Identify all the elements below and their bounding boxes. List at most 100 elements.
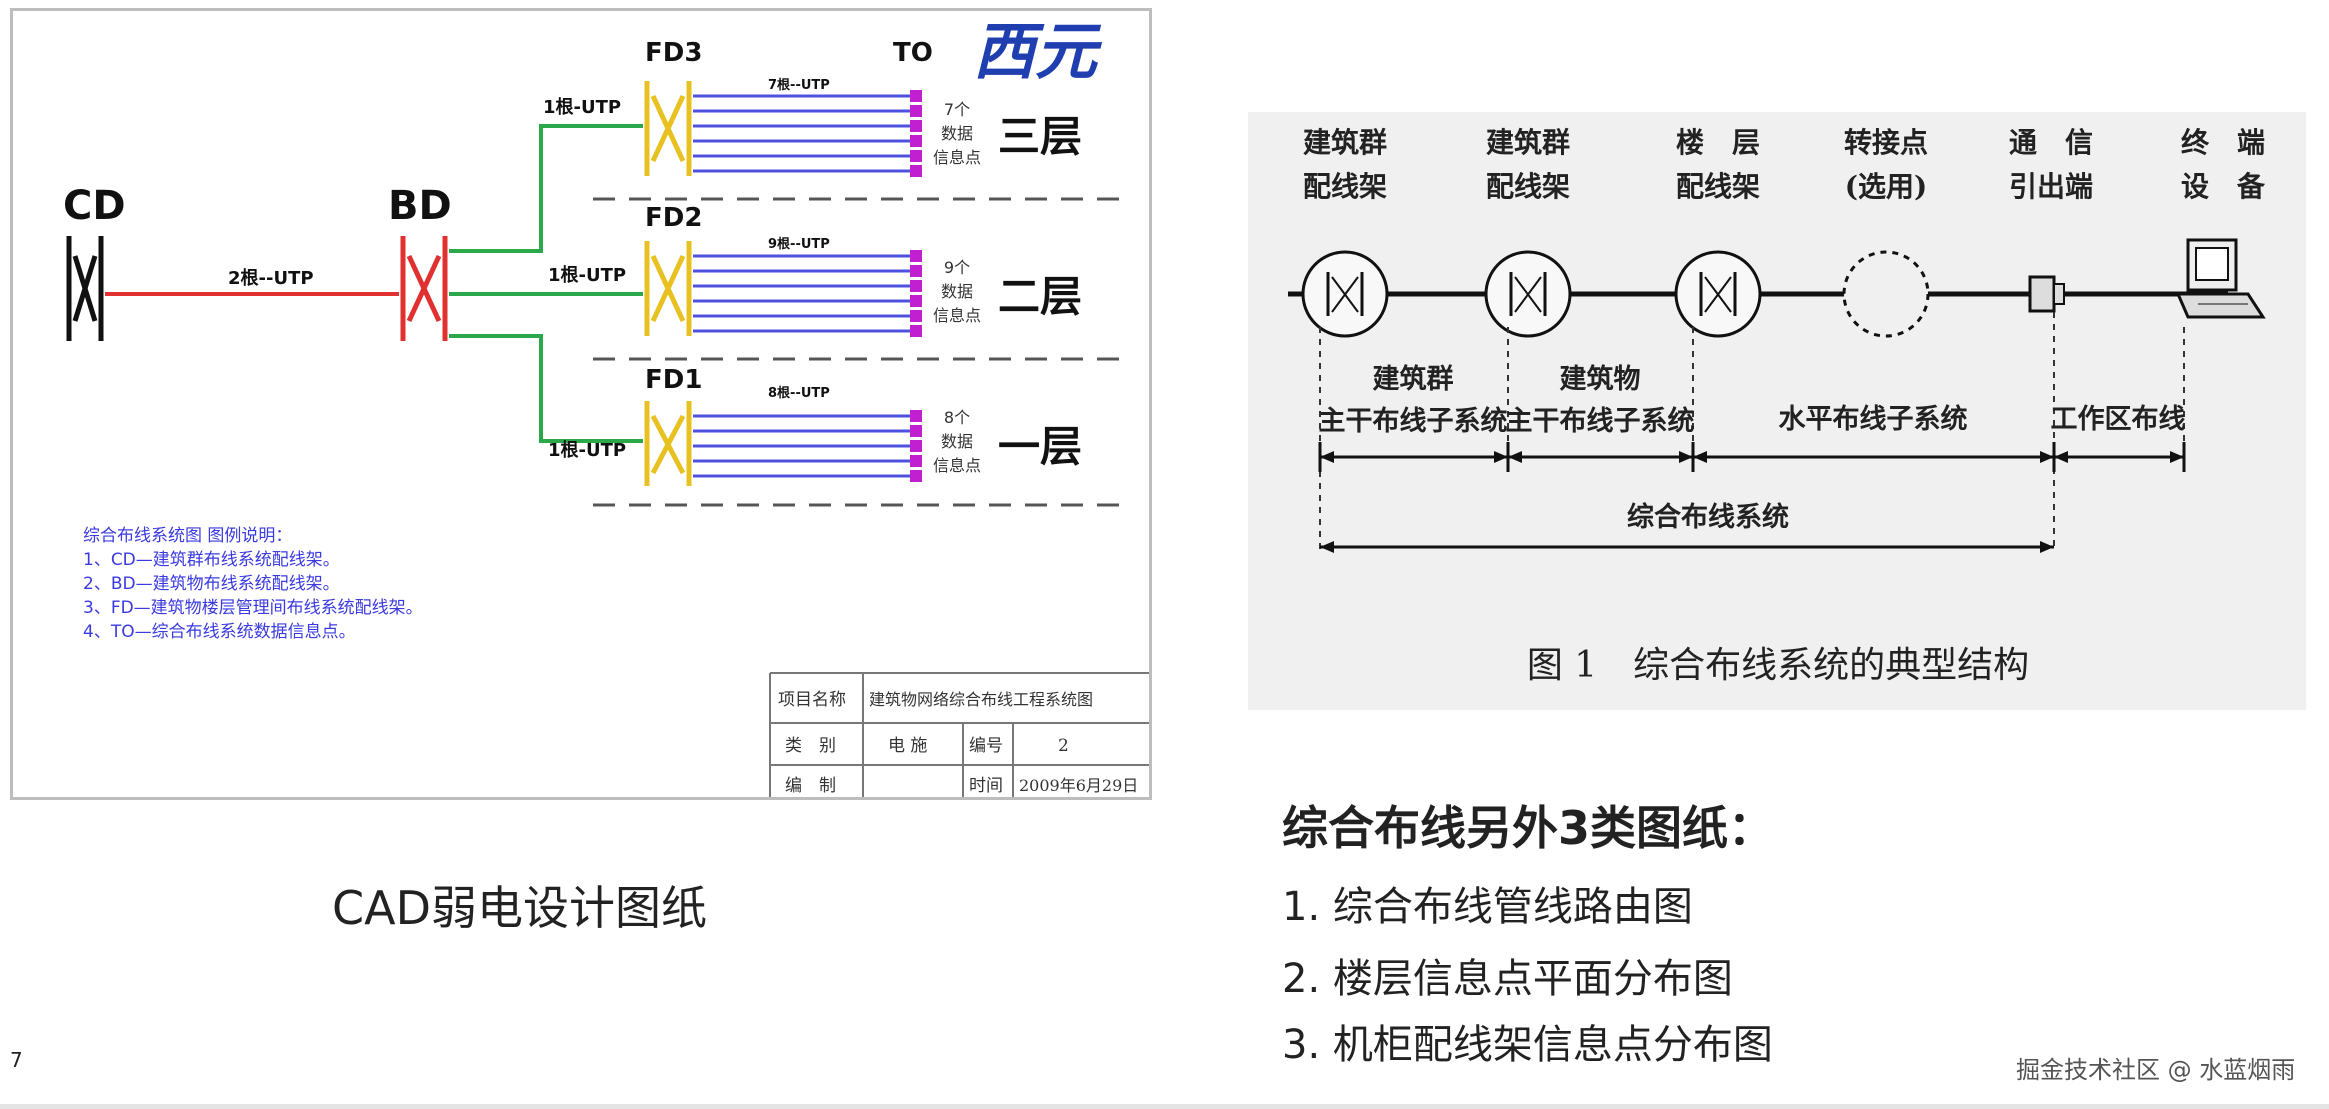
campus-backbone-label-1: 建筑群 [1373,363,1454,395]
header-terminal-2: 设 备 [2181,170,2266,203]
fd3-label: FD3 [645,38,702,68]
horizontal-fd1-label: 8根--UTP [768,385,830,401]
floor1-name: 一层 [998,422,1082,471]
cad-diagram-svg: 西元 CD 2根--UTP BD 1根-UTP 1根-UTP 1根-UTP [63,15,1149,797]
horizontal-cables [693,90,922,482]
time-value: 2009年6月29日 [1019,776,1138,795]
floor2-word1: 数据 [941,282,973,301]
to-outlet-icon [910,325,922,337]
terminal-computer-icon [2175,238,2266,319]
floor2-name: 二层 [998,272,1082,321]
to-outlet-icon [910,310,922,322]
header-transition-point-2: (选用) [1845,170,1928,203]
legend-item: 3、FD—建筑物楼层管理间布线系统配线架。 [83,598,423,618]
cad-caption: CAD弱电设计图纸 [332,881,708,935]
building-distributor-icon [1484,250,1572,338]
drawings-list-item[interactable]: 3. 机柜配线架信息点分布图 [1282,1022,1773,1068]
title-block [769,672,1149,797]
legend: 综合布线系统图 图例说明： 1、CD—建筑群布线系统配线架。 2、BD—建筑物布… [83,526,423,642]
floor3-word1: 数据 [941,124,973,143]
header-building-distributor-2: 配线架 [1486,170,1570,203]
legend-item: 1、CD—建筑群布线系统配线架。 [83,550,340,570]
to-outlet-icon [910,250,922,262]
header-outlet-2: 引出端 [2009,170,2093,203]
number-label: 编号 [969,736,1003,756]
building-backbone-label-1: 建筑物 [1560,363,1641,395]
floor3-word2: 信息点 [933,148,981,167]
legend-item: 2、BD—建筑物布线系统配线架。 [83,574,340,594]
guide-lines [1319,312,2185,552]
backbone-fd3-label: 1根-UTP [543,96,621,118]
to-outlet-icon [910,265,922,277]
header-terminal-1: 终 端 [2181,126,2265,159]
horizontal-fd3-label: 7根--UTP [768,77,830,93]
drawings-list-title: 综合布线另外3类图纸： [1282,801,1775,855]
fd2-label: FD2 [645,203,702,233]
cable-cd-bd-label: 2根--UTP [228,267,314,289]
project-value: 建筑物网络综合布线工程系统图 [869,690,1093,709]
to-outlet-icon [910,120,922,132]
fd-rack-icons [644,81,692,486]
work-area-label: 工作区布线 [2051,404,2186,435]
floor2-word2: 信息点 [933,306,981,325]
typical-structure-figure: 建筑群 配线架 建筑群 配线架 楼 层 配线架 转接点 (选用) 通 信 引出端… [1248,112,2306,710]
time-label: 时间 [969,776,1003,796]
floor1-word2: 信息点 [933,456,981,475]
to-outlet-icon [910,455,922,467]
cd-label: CD [63,183,126,229]
type-value: 电 施 [888,736,927,756]
floor-distributor-icon [1674,250,1762,338]
page-number: 7 [10,1048,23,1072]
drawings-list-item[interactable]: 2. 楼层信息点平面分布图 [1282,956,1733,1002]
campus-backbone-label-2: 主干布线子系统 [1319,405,1508,437]
to-outlet-icon [910,295,922,307]
to-outlet-icon [910,470,922,482]
floor1-count: 8个 [944,408,970,427]
watermark: 掘金技术社区 @ 水蓝烟雨 [2016,1056,2296,1084]
horizontal-subsystem-label: 水平布线子系统 [1779,403,1968,435]
fd1-label: FD1 [645,365,702,395]
cad-system-drawing: 西元 CD 2根--UTP BD 1根-UTP 1根-UTP 1根-UTP [10,8,1152,800]
to-outlet-icon [910,280,922,292]
floor1-word1: 数据 [941,432,973,451]
to-outlet-icon [910,165,922,177]
drawings-list-item[interactable]: 1. 综合布线管线路由图 [1282,884,1693,930]
header-campus-distributor-2: 配线架 [1303,170,1387,203]
horizontal-fd2-label: 9根--UTP [768,236,830,252]
arrow-heads [1320,451,2184,553]
integrated-system-label: 综合布线系统 [1627,501,1789,533]
floor-separators [593,197,1123,507]
header-building-distributor-1: 建筑群 [1486,126,1570,159]
legend-item: 4、TO—综合布线系统数据信息点。 [83,622,356,642]
to-outlet-icon [910,90,922,102]
floor2-count: 9个 [944,258,970,277]
header-outlet-1: 通 信 [2009,126,2093,159]
backbone-fd2-label: 1根-UTP [548,264,626,286]
cd-rack-icon [66,236,104,341]
bd-rack-icon [400,236,448,341]
to-outlet-icon [910,150,922,162]
outlet-icon [2028,275,2065,313]
building-backbone-label-2: 主干布线子系统 [1506,405,1695,437]
campus-distributor-icon [1301,250,1389,338]
number-value: 2 [1058,736,1069,756]
floor3-name: 三层 [998,112,1082,161]
project-label: 项目名称 [778,690,846,710]
transition-point-icon [1842,250,1930,338]
to-outlet-icon [910,440,922,452]
header-campus-distributor-1: 建筑群 [1303,126,1387,159]
type-label: 类 别 [785,736,836,756]
floor3-count: 7个 [944,100,970,119]
xiyuan-logo: 西元 [973,15,1103,88]
figure-caption: 图 1 综合布线系统的典型结构 [1527,645,2029,686]
backbone-fd1-label: 1根-UTP [548,439,626,461]
bottom-divider [0,1104,2329,1109]
to-label: TO [893,38,933,68]
legend-title: 综合布线系统图 图例说明： [83,526,292,546]
author-label: 编 制 [785,776,836,796]
header-transition-point-1: 转接点 [1844,126,1928,159]
backbone-cables [449,124,643,443]
typical-structure-svg: 建筑群 配线架 建筑群 配线架 楼 层 配线架 转接点 (选用) 通 信 引出端… [1288,126,2266,686]
to-outlet-icon [910,105,922,117]
to-outlet-icon [910,425,922,437]
